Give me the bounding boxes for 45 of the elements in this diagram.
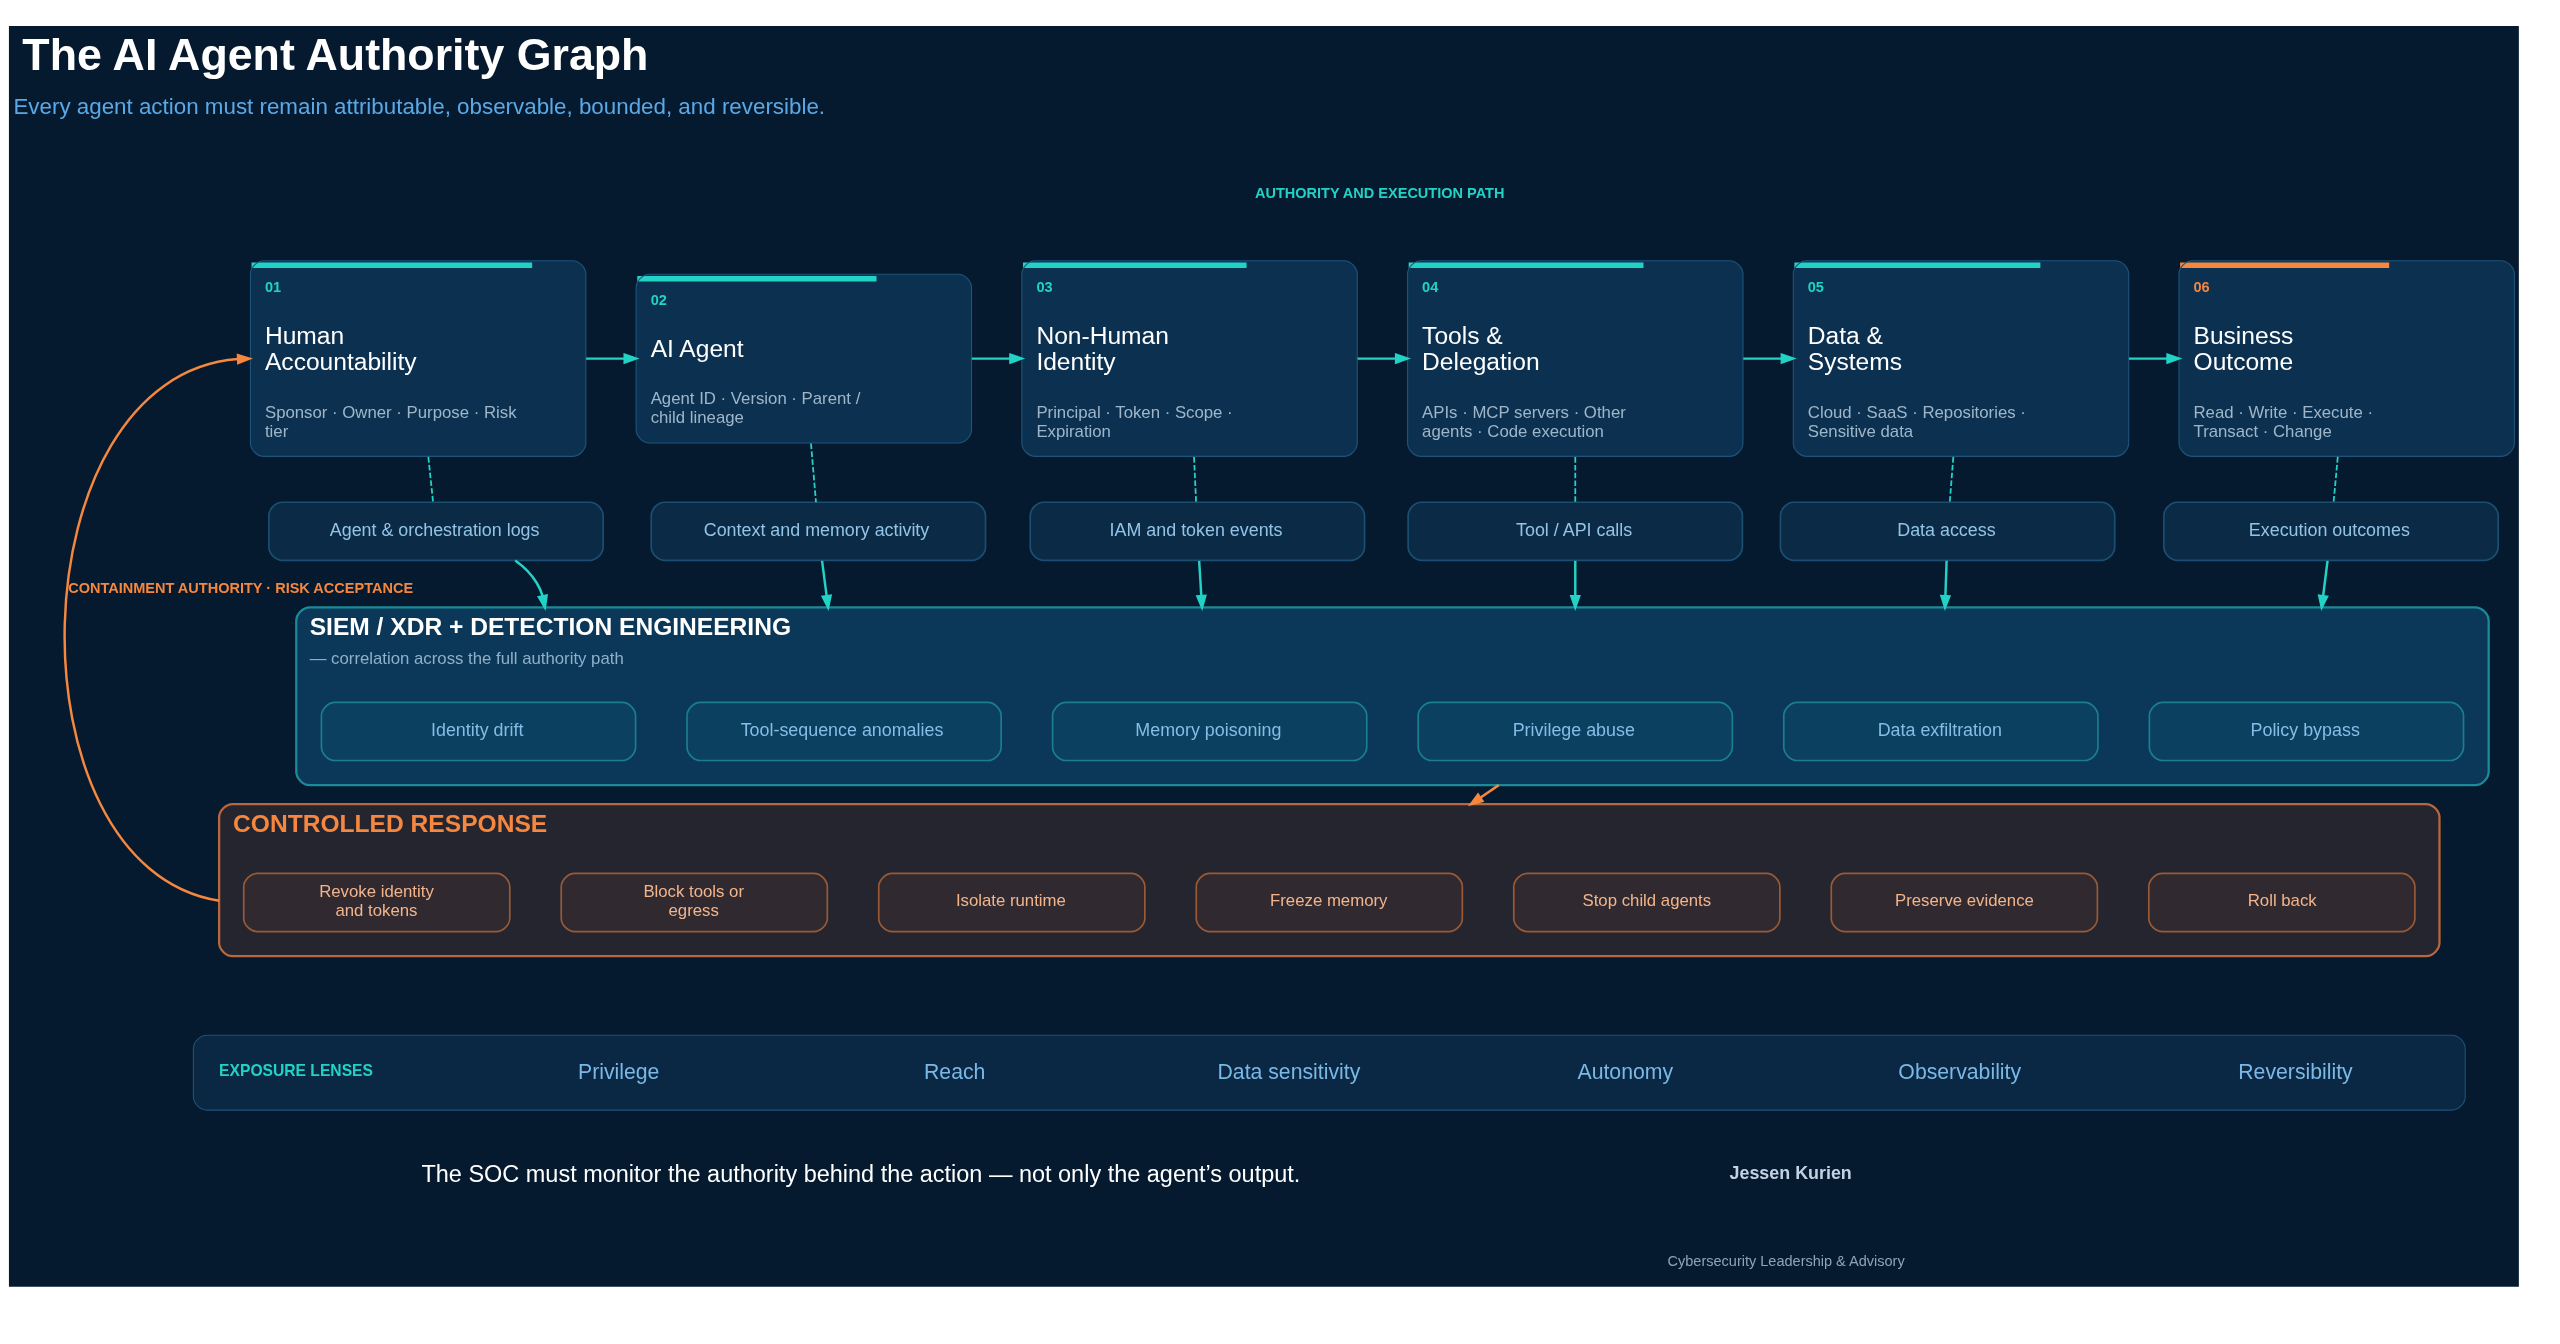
arrow	[63, 352, 254, 902]
label: AUTHORITY AND EXECUTION PATH	[1254, 184, 1505, 200]
node-box: Block tools or egress	[560, 872, 829, 932]
connector	[810, 442, 817, 503]
node-box: Freeze memory	[1195, 872, 1464, 932]
arrow	[971, 352, 1026, 364]
node-box: Tool-sequence anomalies	[686, 701, 1002, 761]
arrow	[2128, 352, 2183, 364]
diagram-title: The AI Agent Authority Graph	[22, 29, 649, 79]
node-box: Tool / API calls	[1407, 500, 1744, 561]
connector	[427, 455, 434, 503]
arrow	[514, 559, 549, 611]
node-box: Agent & orchestration logs	[268, 500, 604, 561]
node-box: Stop child agents	[1512, 872, 1781, 932]
label: The SOC must monitor the authority behind the action — not only the agent’s output.	[421, 1160, 1301, 1187]
node-box: Isolate runtime	[877, 872, 1146, 932]
node-box: Execution outcomes	[2163, 500, 2499, 561]
node-box: Identity drift	[320, 701, 637, 761]
label: Cybersecurity Leadership & Advisory	[1667, 1252, 1905, 1269]
arrow	[820, 560, 833, 611]
arrow	[1357, 352, 1412, 364]
arrow	[1195, 560, 1207, 611]
arrow	[1467, 783, 1500, 806]
node-box: Context and memory activity	[650, 500, 987, 561]
node-box: Revoke identity and tokens	[242, 872, 511, 932]
node-box: Memory poisoning	[1051, 701, 1368, 761]
arrow	[1743, 352, 1797, 364]
arrow	[1569, 560, 1581, 611]
node-box: Privilege abuse	[1417, 701, 1734, 761]
arrow	[586, 352, 640, 364]
connector	[1574, 455, 1577, 503]
node-box: Data exfiltration	[1782, 701, 2099, 761]
node-box: Policy bypass	[2148, 701, 2465, 761]
arrow	[2317, 560, 2329, 611]
node-box: Roll back	[2147, 872, 2416, 932]
connector	[1193, 455, 1197, 503]
connector	[1948, 455, 1955, 503]
node-box: IAM and token events	[1029, 500, 1366, 561]
edge-label: CONTAINMENT AUTHORITY · RISK ACCEPTANCE	[68, 579, 414, 596]
node-box: Data access	[1779, 500, 2116, 561]
connector	[2332, 455, 2339, 503]
label: Jessen Kurien	[1729, 1162, 1852, 1183]
node-box: Preserve evidence	[1830, 872, 2099, 932]
arrow	[1939, 560, 1952, 611]
label: Every agent action must remain attributable, observable, bounded, and reversible.	[13, 93, 826, 119]
